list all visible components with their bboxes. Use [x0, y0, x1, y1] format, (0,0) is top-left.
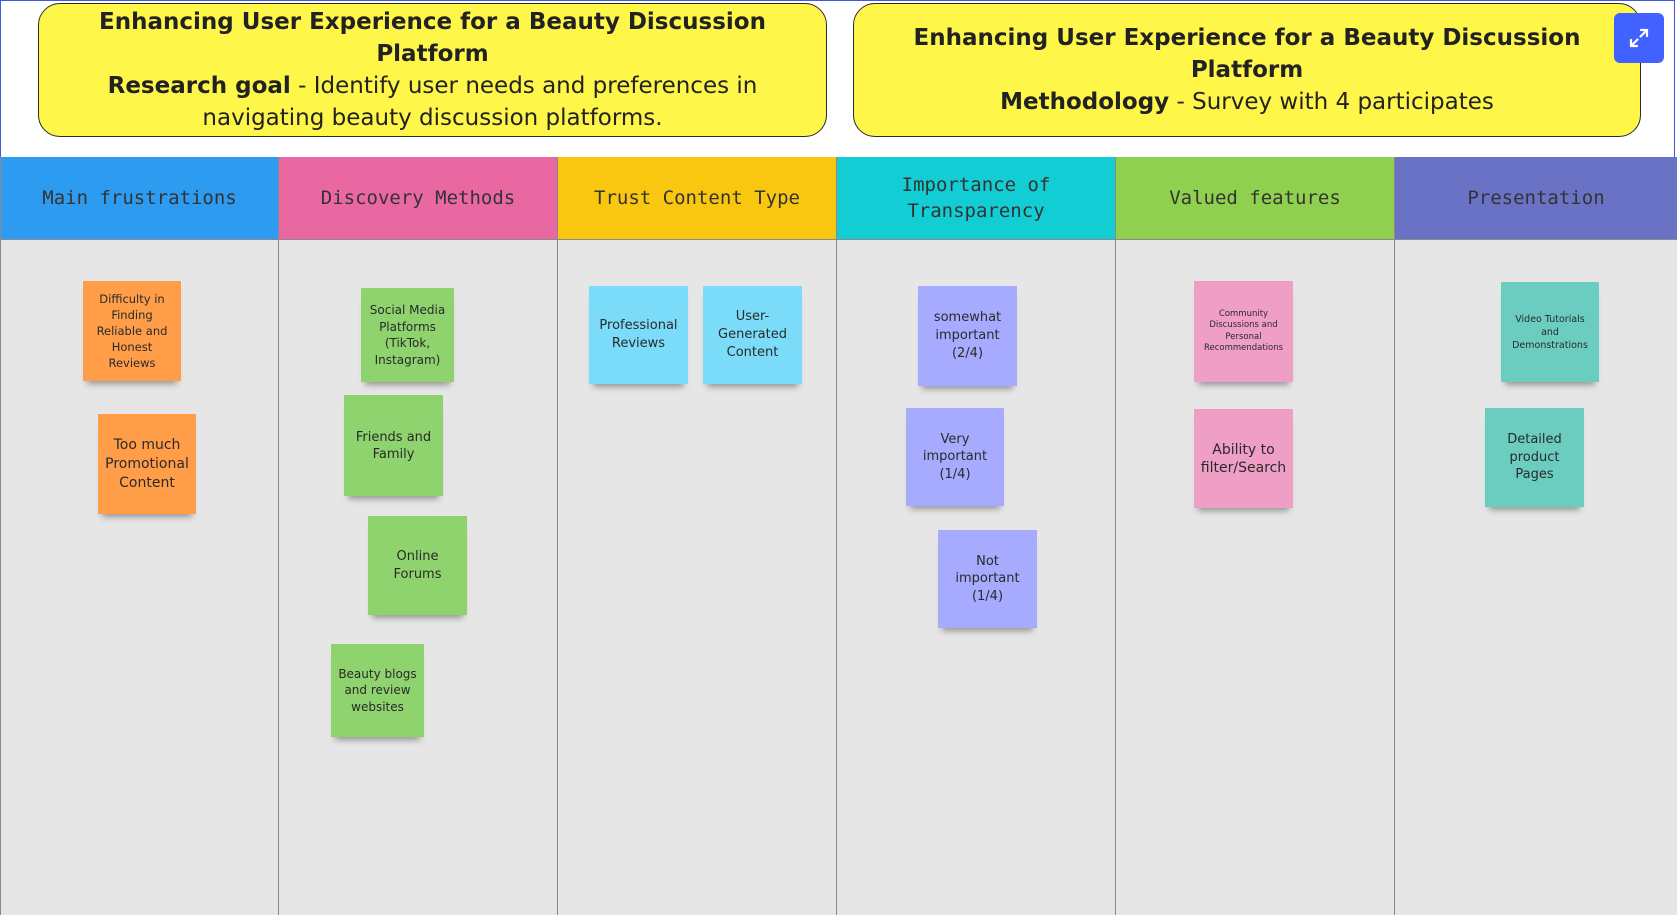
column-header[interactable]: Trust Content Type: [558, 157, 836, 240]
sticky-note[interactable]: Professional Reviews: [589, 286, 688, 384]
sticky-note[interactable]: Very important (1/4): [906, 408, 1004, 506]
methodology-card[interactable]: Enhancing User Experience for a Beauty D…: [853, 3, 1641, 137]
research-goal-text: Research goal - Identify user needs and …: [69, 70, 796, 134]
expand-button[interactable]: [1614, 13, 1664, 63]
research-goal-description: - Identify user needs and preferences in…: [202, 73, 758, 131]
column-header[interactable]: Valued features: [1116, 157, 1394, 240]
sticky-note[interactable]: Too much Promotional Content: [98, 414, 196, 514]
column-header[interactable]: Discovery Methods: [279, 157, 557, 240]
research-goal-title: Enhancing User Experience for a Beauty D…: [99, 9, 766, 67]
sticky-note[interactable]: Difficulty in Finding Reliable and Hones…: [83, 281, 181, 381]
methodology-label: Methodology: [1000, 89, 1170, 115]
research-goal-card[interactable]: Enhancing User Experience for a Beauty D…: [38, 3, 827, 137]
expand-icon: [1629, 28, 1649, 48]
research-goal-label: Research goal: [107, 73, 291, 99]
sticky-note[interactable]: Social Media Platforms (TikTok, Instagra…: [361, 288, 454, 382]
sticky-note[interactable]: Video Tutorials and Demonstrations: [1501, 282, 1599, 382]
methodology-text: Methodology - Survey with 4 participates: [1000, 86, 1494, 118]
sticky-note[interactable]: Not important (1/4): [938, 530, 1037, 628]
column-header[interactable]: Importance of Transparency: [837, 157, 1115, 240]
sticky-note[interactable]: Detailed product Pages: [1485, 408, 1584, 507]
column-header[interactable]: Presentation: [1395, 157, 1677, 240]
column-importance-of-transparency: Importance of Transparency somewhat impor…: [836, 157, 1115, 915]
sticky-note[interactable]: Beauty blogs and review websites: [331, 644, 424, 737]
sticky-note[interactable]: Community Discussions and Personal Recom…: [1194, 281, 1293, 382]
sticky-note[interactable]: Online Forums: [368, 516, 467, 615]
sticky-note[interactable]: Friends and Family: [344, 395, 443, 496]
sticky-note[interactable]: User-Generated Content: [703, 286, 802, 384]
methodology-description: - Survey with 4 participates: [1169, 89, 1494, 115]
methodology-title: Enhancing User Experience for a Beauty D…: [913, 25, 1581, 83]
column-header[interactable]: Main frustrations: [1, 157, 278, 240]
sticky-note[interactable]: Ability to filter/Search: [1194, 409, 1293, 508]
sticky-note[interactable]: somewhat important (2/4): [918, 286, 1017, 386]
